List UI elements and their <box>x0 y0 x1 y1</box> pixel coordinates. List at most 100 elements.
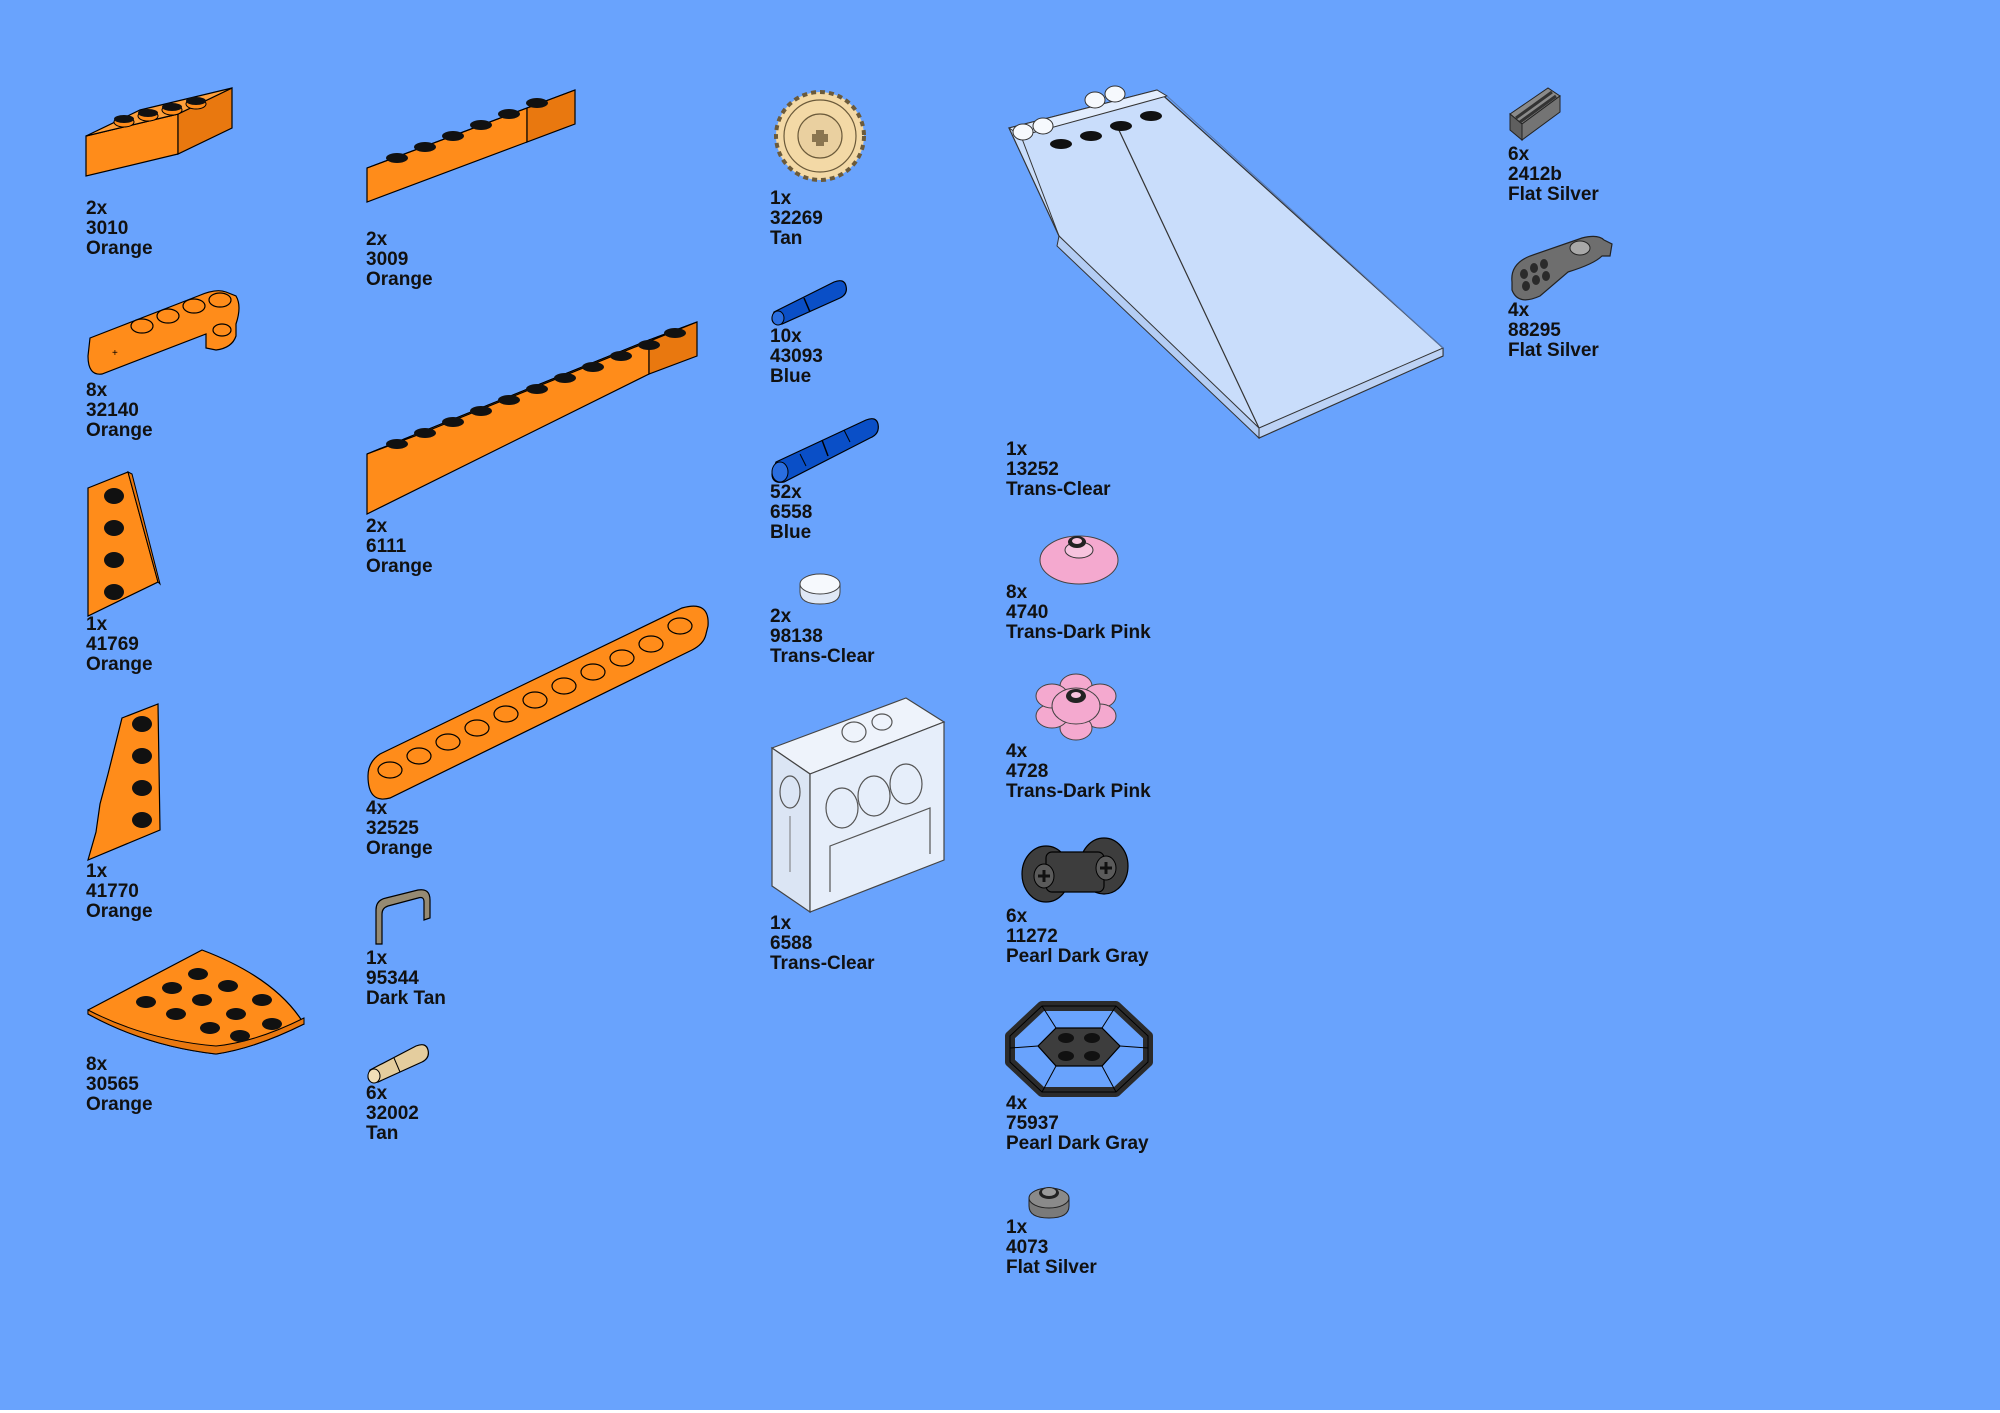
part-number: 6588 <box>770 933 813 954</box>
quantity: 10x <box>770 326 802 347</box>
color-name: Blue <box>770 366 812 387</box>
part-32002-image <box>366 1040 430 1084</box>
color-name: Tan <box>366 1123 399 1144</box>
quantity: 4x <box>1006 1093 1028 1114</box>
part-number: 4073 <box>1006 1237 1049 1258</box>
quantity: 4x <box>366 798 388 819</box>
part-11272-image <box>1018 834 1136 910</box>
part-3010-image <box>85 86 236 198</box>
part-number: 43093 <box>770 346 823 367</box>
color-name: Orange <box>86 901 153 922</box>
quantity: 2x <box>86 198 108 219</box>
color-name: Trans-Dark Pink <box>1006 781 1151 802</box>
part-41769-image <box>86 470 161 617</box>
part-number: 3010 <box>86 218 129 239</box>
part-6111-label: 2x 6111 Orange <box>366 517 433 577</box>
part-3010-label: 2x 3010 Orange <box>86 199 153 259</box>
part-3009-image <box>366 86 577 230</box>
quantity: 2x <box>770 606 792 627</box>
color-name: Trans-Clear <box>1006 479 1111 500</box>
quantity: 8x <box>86 380 108 401</box>
part-number: 32525 <box>366 818 419 839</box>
quantity: 6x <box>1508 144 1530 165</box>
part-41770-label: 1x 41770 Orange <box>86 862 153 922</box>
part-98138-label: 2x 98138 Trans-Clear <box>770 607 875 667</box>
part-number: 6111 <box>366 536 407 557</box>
part-32002-label: 6x 32002 Tan <box>366 1084 419 1144</box>
part-30565-label: 8x 30565 Orange <box>86 1055 153 1115</box>
part-number: 32140 <box>86 400 139 421</box>
part-number: 3009 <box>366 249 409 270</box>
part-43093-image <box>770 276 848 326</box>
part-32269-image <box>770 88 870 184</box>
color-name: Orange <box>366 269 433 290</box>
part-32140-image: + <box>86 286 242 386</box>
part-13252-image <box>1007 85 1447 442</box>
part-number: 4740 <box>1006 602 1049 623</box>
quantity: 8x <box>86 1054 108 1075</box>
part-4740-label: 8x 4740 Trans-Dark Pink <box>1006 583 1151 643</box>
part-6588-image <box>770 696 946 914</box>
quantity: 6x <box>366 1083 388 1104</box>
part-number: 30565 <box>86 1074 139 1095</box>
quantity: 6x <box>1006 906 1028 927</box>
part-2412b-image <box>1508 86 1562 142</box>
part-number: 13252 <box>1006 459 1059 480</box>
part-4073-label: 1x 4073 Flat Silver <box>1006 1218 1097 1278</box>
quantity: 1x <box>770 913 792 934</box>
part-32140-label: 8x 32140 Orange <box>86 381 153 441</box>
part-98138-image <box>798 572 842 606</box>
quantity: 1x <box>86 861 108 882</box>
part-41770-image <box>86 703 162 862</box>
part-95344-label: 1x 95344 Dark Tan <box>366 949 446 1009</box>
part-6588-label: 1x 6588 Trans-Clear <box>770 914 875 974</box>
part-30565-image <box>86 948 306 1056</box>
color-name: Trans-Clear <box>770 646 875 667</box>
part-43093-label: 10x 43093 Blue <box>770 327 823 387</box>
quantity: 1x <box>366 948 388 969</box>
part-number: 32269 <box>770 208 823 229</box>
part-6558-label: 52x 6558 Blue <box>770 483 812 543</box>
color-name: Dark Tan <box>366 988 446 1009</box>
color-name: Orange <box>366 556 433 577</box>
quantity: 4x <box>1508 300 1530 321</box>
part-41769-label: 1x 41769 Orange <box>86 615 153 675</box>
part-32525-label: 4x 32525 Orange <box>366 799 433 859</box>
color-name: Orange <box>86 1094 153 1115</box>
color-name: Orange <box>86 420 153 441</box>
color-name: Orange <box>86 238 153 259</box>
part-number: 41769 <box>86 634 139 655</box>
part-4740-image <box>1038 528 1120 586</box>
part-32525-image <box>366 604 710 800</box>
part-number: 98138 <box>770 626 823 647</box>
quantity: 52x <box>770 482 802 503</box>
color-name: Trans-Dark Pink <box>1006 622 1151 643</box>
quantity: 1x <box>770 188 792 209</box>
part-6111-image <box>366 318 699 516</box>
part-95344-image <box>372 888 434 948</box>
color-name: Trans-Clear <box>770 953 875 974</box>
part-number: 2412b <box>1508 164 1562 185</box>
quantity: 4x <box>1006 741 1028 762</box>
svg-text:+: + <box>112 348 118 359</box>
color-name: Blue <box>770 522 812 543</box>
quantity: 8x <box>1006 582 1028 603</box>
color-name: Orange <box>366 838 433 859</box>
color-name: Flat Silver <box>1508 184 1599 205</box>
quantity: 2x <box>366 229 388 250</box>
part-number: 95344 <box>366 968 419 989</box>
part-number: 41770 <box>86 881 139 902</box>
part-number: 4728 <box>1006 761 1049 782</box>
part-75937-image <box>1005 1000 1153 1097</box>
part-11272-label: 6x 11272 Pearl Dark Gray <box>1006 907 1149 967</box>
part-13252-label: 1x 13252 Trans-Clear <box>1006 440 1111 500</box>
part-88295-image <box>1508 234 1616 304</box>
part-32269-label: 1x 32269 Tan <box>770 189 823 249</box>
color-name: Pearl Dark Gray <box>1006 1133 1149 1154</box>
part-number: 32002 <box>366 1103 419 1124</box>
color-name: Flat Silver <box>1508 340 1599 361</box>
quantity: 1x <box>1006 1217 1028 1238</box>
part-number: 75937 <box>1006 1113 1059 1134</box>
part-88295-label: 4x 88295 Flat Silver <box>1508 301 1599 361</box>
